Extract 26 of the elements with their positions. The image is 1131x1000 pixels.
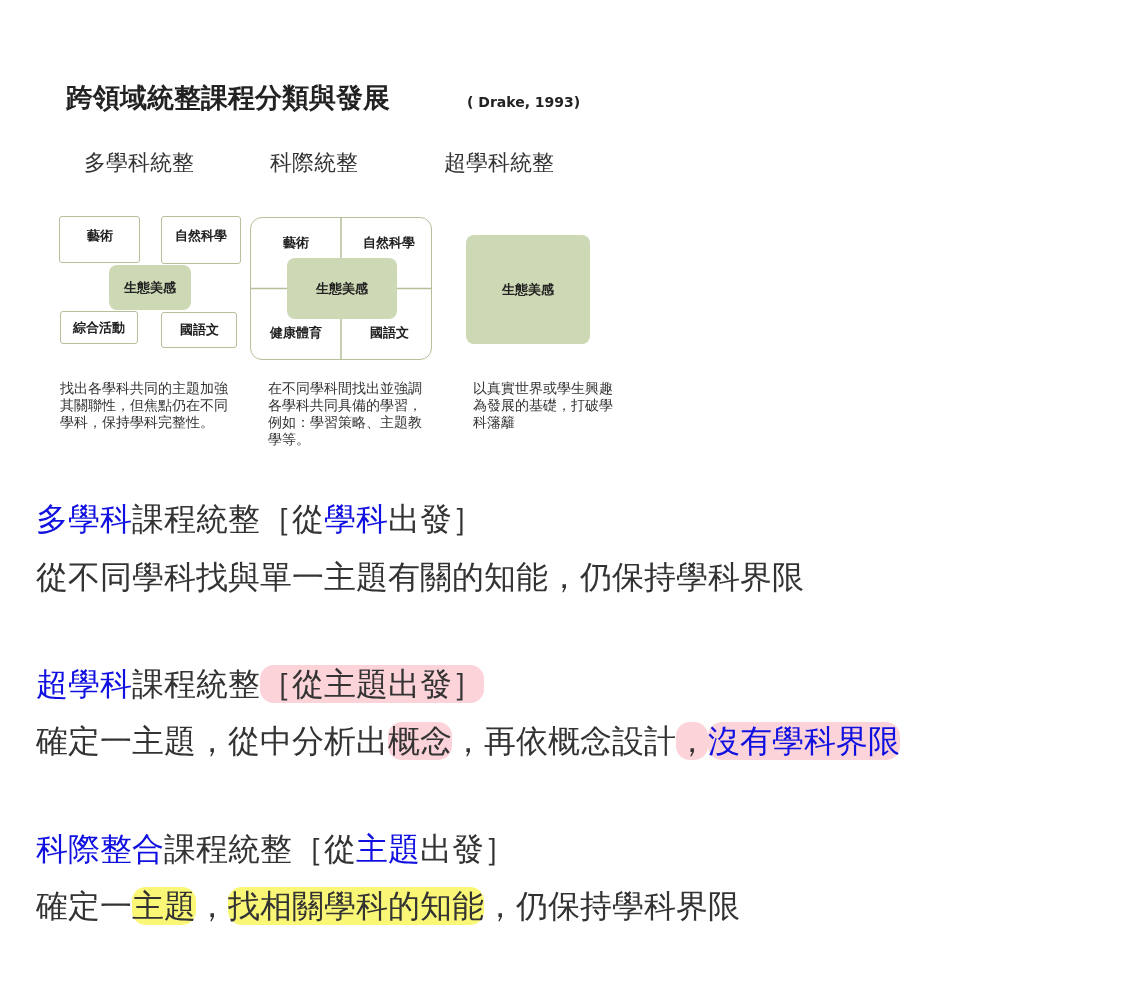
summary-text: 科際整合課程統整［從主題出發］ bbox=[36, 829, 516, 870]
theme-box: 生態美感 bbox=[109, 265, 191, 310]
column-heading: 超學科統整 bbox=[444, 149, 554, 177]
subject-label: 自然科學 bbox=[351, 232, 427, 254]
citation: ( Drake, 1993) bbox=[467, 94, 581, 110]
summary-text: 從不同學科找與單一主題有關的知能，仍保持學科界限 bbox=[36, 557, 804, 598]
title: 跨領域統整課程分類與發展 bbox=[66, 81, 390, 115]
summary-text: 確定一主題，找相關學科的知能，仍保持學科界限 bbox=[36, 886, 740, 927]
subject-label: 健康體育 bbox=[259, 322, 333, 344]
subject-label: 國語文 bbox=[361, 322, 417, 344]
description-text: 找出各學科共同的主題加強其關聯性，但焦點仍在不同學科，保持學科完整性。 bbox=[60, 380, 229, 431]
summary-text: 多學科課程統整［從學科出發］ bbox=[36, 499, 484, 540]
subject-box: 國語文 bbox=[161, 312, 237, 348]
subject-box: 藝術 bbox=[59, 216, 140, 263]
subject-box: 自然科學 bbox=[161, 216, 241, 264]
column-heading: 多學科統整 bbox=[84, 149, 194, 177]
subject-label: 藝術 bbox=[271, 232, 321, 254]
theme-box: 生態美感 bbox=[466, 235, 590, 344]
description-text: 在不同學科間找出並強調各學科共同具備的學習，例如：學習策略、主題教學等。 bbox=[268, 380, 423, 448]
description-text: 以真實世界或學生興趣為發展的基礎，打破學科籓籬 bbox=[473, 380, 614, 431]
summary-text: 確定一主題，從中分析出概念，再依概念設計，沒有學科界限 bbox=[36, 721, 900, 762]
group-box bbox=[250, 217, 432, 360]
summary-text: 超學科課程統整［從主題出發］ bbox=[36, 664, 484, 705]
column-heading: 科際統整 bbox=[270, 149, 358, 177]
theme-box: 生態美感 bbox=[287, 258, 397, 319]
subject-box: 綜合活動 bbox=[60, 311, 138, 344]
